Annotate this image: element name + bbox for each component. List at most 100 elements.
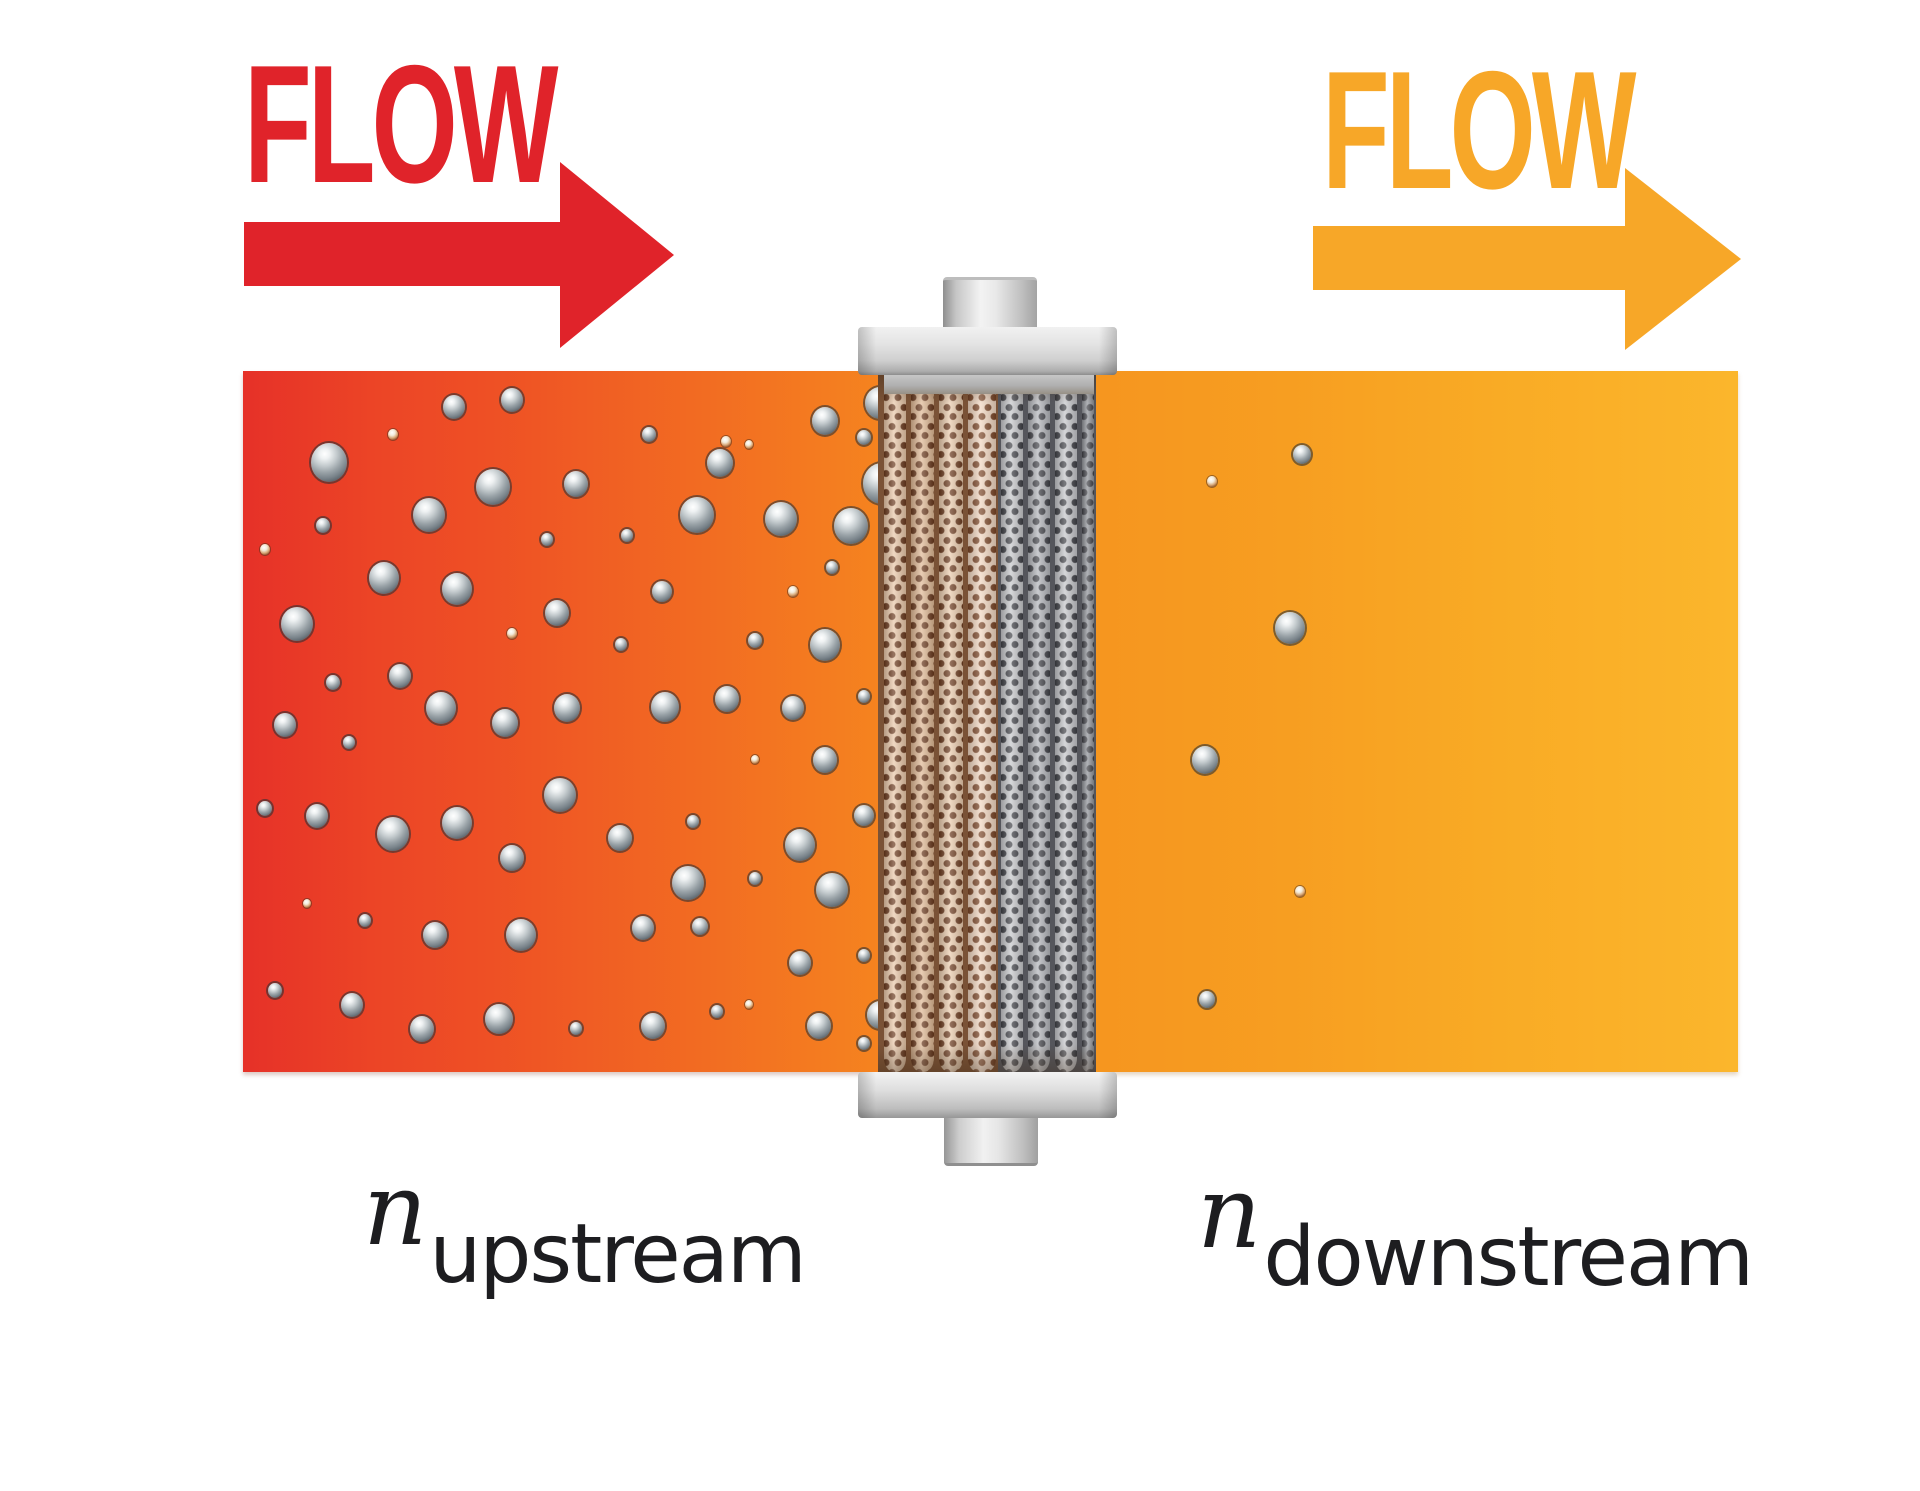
contaminant-particle — [1207, 476, 1217, 487]
contaminant-particle — [748, 633, 762, 648]
flow-arrow-left-shaft — [244, 222, 560, 286]
contaminant-particle — [816, 873, 848, 907]
contaminant-particle — [788, 586, 798, 597]
contaminant-particle — [281, 607, 313, 641]
contaminant-particle — [544, 778, 576, 812]
contaminant-particle — [492, 709, 518, 737]
contaminant-particle — [715, 686, 739, 712]
contaminant-particle — [341, 993, 363, 1017]
downstream-count-label: ndownstream — [1197, 1163, 1754, 1299]
contaminant-particle — [377, 817, 409, 851]
contaminant-particle — [621, 529, 633, 542]
contaminant-particle — [641, 1013, 665, 1039]
filter-top-port — [943, 277, 1037, 333]
downstream-symbol: n — [1197, 1154, 1262, 1271]
contaminant-particle — [749, 872, 761, 885]
contaminant-particle — [813, 747, 837, 773]
contaminant-particle — [311, 443, 347, 482]
filter-top-cap — [858, 327, 1117, 375]
contaminant-particle — [812, 407, 838, 435]
contaminant-particle — [260, 544, 270, 555]
contaminant-particle — [501, 388, 523, 412]
contaminant-particle — [826, 561, 838, 574]
contaminant-particle — [476, 469, 510, 505]
contaminant-particle — [687, 815, 699, 828]
downstream-subscript: downstream — [1263, 1210, 1754, 1305]
contaminant-particle — [1199, 991, 1215, 1008]
contaminant-particle — [570, 1022, 582, 1035]
contaminant-particle — [789, 951, 811, 975]
contaminant-particle — [615, 638, 627, 651]
contaminant-particle — [500, 845, 524, 871]
contaminant-particle — [857, 430, 871, 445]
contaminant-particle — [782, 696, 804, 720]
contaminant-particle — [1192, 746, 1218, 774]
filter-media-body — [878, 375, 1096, 1072]
filter-media-strip — [884, 375, 906, 1072]
flow-label-left: FLOW — [244, 30, 558, 218]
contaminant-particle — [306, 804, 328, 828]
contaminant-particle — [858, 1037, 870, 1050]
contaminant-particle — [426, 692, 456, 724]
contaminant-particle — [410, 1016, 434, 1042]
contaminant-particle — [765, 502, 797, 536]
filter-media-strip — [1001, 375, 1023, 1072]
contaminant-particle — [672, 866, 704, 900]
contaminant-particle — [642, 427, 656, 442]
contaminant-particle — [274, 713, 296, 737]
contaminant-particle — [707, 449, 733, 477]
contaminant-particle — [1293, 445, 1311, 464]
contaminant-particle — [506, 919, 536, 951]
contaminant-particle — [745, 440, 753, 449]
contaminant-particle — [326, 675, 340, 690]
contaminant-particle — [442, 807, 472, 839]
contaminant-particle — [507, 628, 517, 639]
contaminant-particle — [858, 949, 870, 962]
contaminant-particle — [545, 600, 569, 626]
contaminant-particle — [541, 533, 553, 546]
upstream-count-label: nupstream — [363, 1160, 807, 1296]
contaminant-particle — [554, 694, 580, 722]
filter-media-strip — [939, 375, 963, 1072]
flow-arrow-right-head — [1625, 168, 1741, 350]
contaminant-particle — [608, 825, 632, 851]
contaminant-particle — [443, 395, 465, 419]
contaminant-particle — [1295, 886, 1305, 897]
flow-arrow-right-shaft — [1313, 226, 1625, 290]
contaminant-particle — [388, 429, 398, 440]
contaminant-particle — [413, 498, 445, 532]
contaminant-particle — [258, 801, 272, 816]
flow-label-right: FLOW — [1322, 36, 1636, 224]
contaminant-particle — [834, 508, 868, 544]
contaminant-particle — [632, 916, 654, 940]
filter-media-strip — [1082, 375, 1094, 1072]
contaminant-particle — [680, 497, 714, 533]
contaminant-particle — [564, 471, 588, 497]
contaminant-particle — [854, 805, 874, 826]
contaminant-particle — [692, 918, 708, 935]
contaminant-particle — [711, 1005, 723, 1018]
downstream-fluid-region — [990, 371, 1738, 1072]
upstream-subscript: upstream — [429, 1207, 806, 1302]
filter-media-strip — [1028, 375, 1050, 1072]
flow-arrow-left-head — [560, 162, 674, 348]
filter-bottom-port — [944, 1118, 1038, 1166]
contaminant-particle — [751, 755, 759, 764]
contaminant-particle — [369, 562, 399, 594]
contaminant-particle — [343, 736, 355, 749]
filter-media-strip — [968, 375, 996, 1072]
flow-arrow-right-icon — [1313, 168, 1743, 352]
contaminant-particle — [858, 690, 870, 703]
upstream-symbol: n — [363, 1151, 428, 1268]
contaminant-particle — [651, 692, 679, 722]
filter-media-strip — [1055, 375, 1077, 1072]
contaminant-particle — [303, 899, 311, 908]
contaminant-particle — [268, 983, 282, 998]
filter-top-collar — [884, 375, 1094, 394]
contaminant-particle — [785, 829, 815, 861]
contaminant-particle — [389, 664, 411, 688]
contaminant-particle — [721, 436, 731, 447]
flow-arrow-left-icon — [244, 162, 674, 348]
contaminant-particle — [1275, 612, 1305, 644]
